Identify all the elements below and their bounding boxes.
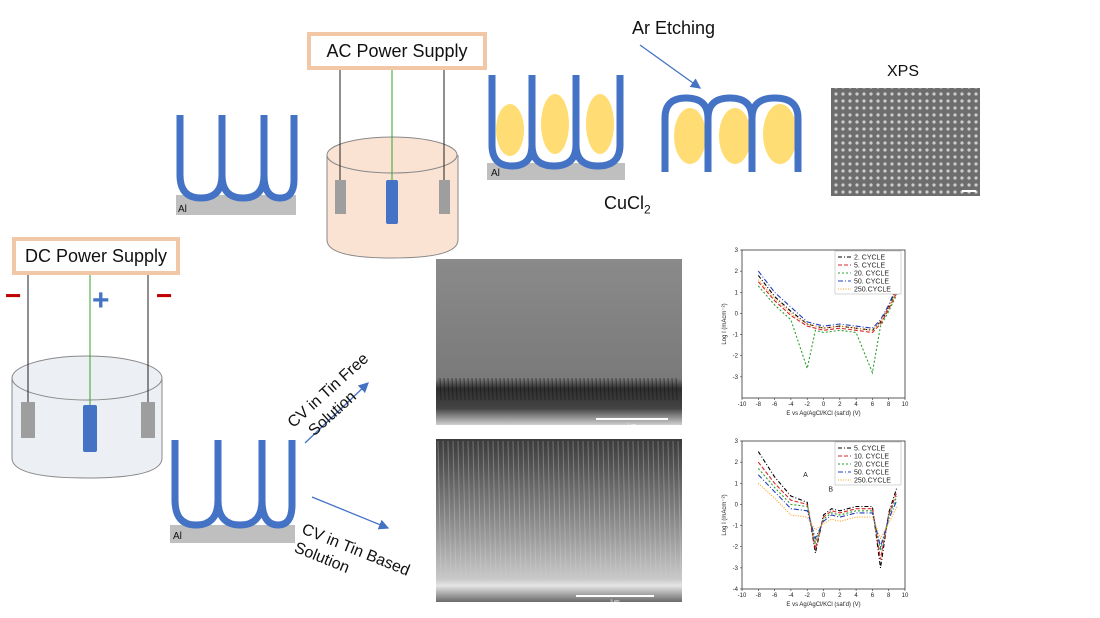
minus-sign-right: − xyxy=(156,280,173,311)
x-tick-label: -6 xyxy=(772,402,778,408)
x-tick-label: 10 xyxy=(902,593,909,599)
y-tick-label: 2 xyxy=(735,460,739,466)
y-tick-label: -4 xyxy=(733,587,739,593)
series-line-2 xyxy=(757,281,898,334)
x-tick-label: 10 xyxy=(902,402,909,408)
y-tick-label: -2 xyxy=(733,545,739,551)
x-tick-label: 0 xyxy=(822,593,826,599)
ac-electrochemical-cell xyxy=(326,62,459,259)
y-tick-label: -1 xyxy=(733,333,739,339)
counter-electrode-left xyxy=(335,180,346,214)
cucl2-base: CuCl xyxy=(604,193,645,213)
annotation-b: B xyxy=(828,487,833,494)
y-tick-label: 3 xyxy=(735,248,739,254)
x-tick-label: 0 xyxy=(822,402,826,408)
x-tick-label: 4 xyxy=(854,402,858,408)
y-tick-label: 1 xyxy=(735,290,739,296)
legend-entry: 2. CYCLE xyxy=(854,254,885,261)
ac-power-supply-label: AC Power Supply xyxy=(307,32,487,70)
series-line-5 xyxy=(757,279,898,331)
y-tick-label: 0 xyxy=(735,311,739,317)
series-line-4 xyxy=(757,270,898,329)
legend-entry: 20. CYCLE xyxy=(854,270,889,277)
xps-label: XPS xyxy=(887,63,920,80)
annotation-a: A xyxy=(803,472,808,479)
x-tick-label: -8 xyxy=(756,593,762,599)
series-line-4 xyxy=(757,474,898,549)
x-tick-label: 6 xyxy=(871,402,875,408)
al-label-1: Al xyxy=(178,204,187,215)
al-label-2: Al xyxy=(491,168,500,179)
x-axis-label: E vs Ag/AgCl/KCl (sat'd) (V) xyxy=(786,602,860,608)
series-line-1 xyxy=(757,451,898,568)
working-electrode xyxy=(386,180,398,224)
cv-tin-based-arrow xyxy=(311,496,390,530)
xps-micrograph xyxy=(831,88,980,196)
x-tick-label: 6 xyxy=(871,593,875,599)
scale-bar-bottom: 5 μm xyxy=(611,598,621,603)
legend-entry: 50. CYCLE xyxy=(854,278,889,285)
cucl2-subscript: 2 xyxy=(644,202,651,217)
scale-bar-top: 1 μm xyxy=(628,422,638,427)
ar-etching-label: Ar Etching xyxy=(632,18,716,38)
y-tick-label: -2 xyxy=(733,354,739,360)
sem-cross-section-tin-based: 5 μm xyxy=(436,439,682,603)
x-tick-label: -8 xyxy=(756,402,762,408)
y-tick-label: 0 xyxy=(735,502,739,508)
dc-electrochemical-cell xyxy=(11,274,163,479)
series-line-5 xyxy=(757,482,898,540)
x-tick-label: 2 xyxy=(838,593,842,599)
y-tick-label: -1 xyxy=(733,524,739,530)
x-tick-label: -10 xyxy=(738,593,747,599)
x-tick-label: -4 xyxy=(788,593,794,599)
al-label-3: Al xyxy=(173,531,182,542)
legend-entry: 250.CYCLE xyxy=(854,477,891,484)
x-tick-label: 8 xyxy=(887,593,891,599)
al-template-cu-deposit xyxy=(487,75,625,180)
sem-cross-section-tin-free: 1 μm xyxy=(436,259,682,427)
y-tick-label: 2 xyxy=(735,269,739,275)
legend-entry: 50. CYCLE xyxy=(854,469,889,476)
dc-power-supply-label: DC Power Supply xyxy=(12,237,180,275)
counter-electrode-right xyxy=(439,180,450,214)
y-tick-label: 1 xyxy=(735,481,739,487)
etched-inverted-template xyxy=(661,94,802,172)
al-template-1 xyxy=(176,115,298,215)
x-tick-label: -10 xyxy=(738,402,747,408)
series-line-2 xyxy=(757,461,898,560)
minus-sign-left: − xyxy=(5,280,22,311)
y-tick-label: 3 xyxy=(735,439,739,445)
legend-entry: 10. CYCLE xyxy=(854,453,889,460)
x-tick-label: -2 xyxy=(805,402,811,408)
y-axis-label: Log I (mAcm⁻²) xyxy=(722,303,728,344)
plus-sign: + xyxy=(92,284,110,317)
al-template-2 xyxy=(170,440,296,543)
cu-deposit xyxy=(496,94,614,156)
x-tick-label: 8 xyxy=(887,402,891,408)
legend-entry: 5. CYCLE xyxy=(854,445,885,452)
x-tick-label: 4 xyxy=(854,593,858,599)
y-tick-label: -3 xyxy=(733,566,739,572)
legend-entry: 5. CYCLE xyxy=(854,262,885,269)
series-line-1 xyxy=(757,275,898,331)
ar-etching-arrow xyxy=(639,44,702,89)
x-tick-label: 2 xyxy=(838,402,842,408)
y-axis-label: Log I (mAcm⁻²) xyxy=(722,494,728,535)
x-tick-label: -6 xyxy=(772,593,778,599)
pore-walls xyxy=(176,115,298,202)
x-tick-label: -2 xyxy=(805,593,811,599)
x-axis-label: E vs Ag/AgCl/KCl (sat'd) (V) xyxy=(786,411,860,417)
cv-tin-free-arrow xyxy=(304,382,369,444)
y-tick-label: -3 xyxy=(733,375,739,381)
legend-entry: 20. CYCLE xyxy=(854,461,889,468)
series-line-3 xyxy=(757,285,898,375)
cucl2-label: CuCl2 xyxy=(604,193,651,217)
series-line-3 xyxy=(757,468,898,552)
legend-entry: 250.CYCLE xyxy=(854,286,891,293)
x-tick-label: -4 xyxy=(788,402,794,408)
